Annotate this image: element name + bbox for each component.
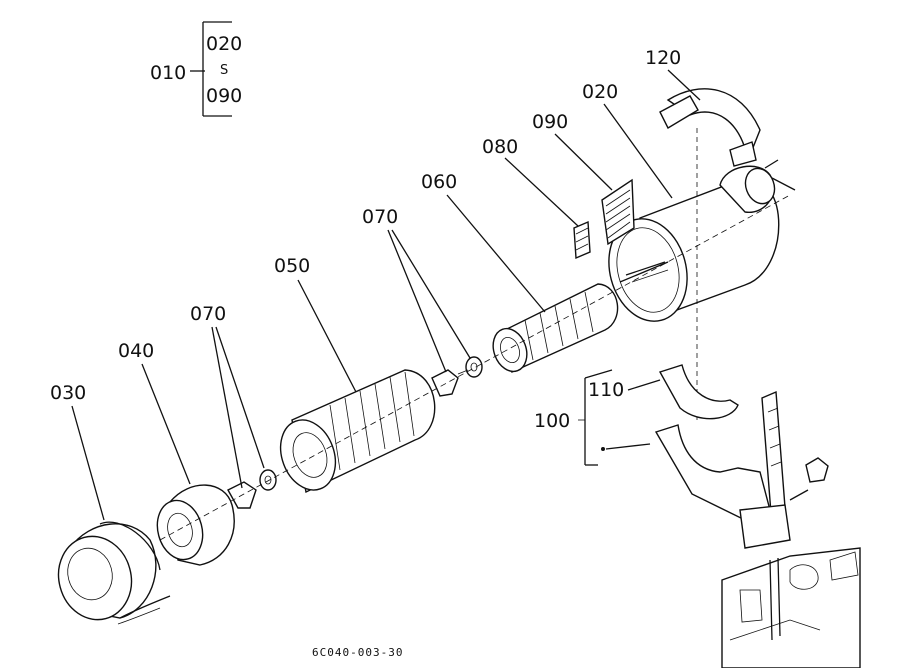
part-120-band	[659, 88, 761, 167]
label-range-sign: S	[220, 63, 228, 78]
label-010: 010	[150, 62, 186, 84]
label-070-right: 070	[362, 206, 398, 228]
label-120: 120	[645, 47, 681, 69]
group-100-bracket	[578, 369, 613, 466]
leader-040	[141, 363, 191, 485]
leader-110	[627, 379, 661, 391]
leader-070-left-b	[215, 326, 265, 469]
part-070-right-wingnut	[431, 356, 483, 397]
leader-050	[297, 279, 357, 393]
leader-100	[605, 443, 651, 450]
label-090-group: 090	[206, 85, 242, 107]
leader-070-left-a	[211, 326, 243, 489]
leader-090	[554, 133, 613, 191]
engine-section	[721, 547, 861, 668]
leader-020	[603, 103, 673, 199]
leader-060	[446, 194, 546, 313]
label-070-left: 070	[190, 303, 226, 325]
part-090-gasket	[601, 178, 635, 246]
part-050-outer-element	[279, 369, 436, 494]
label-090: 090	[532, 111, 568, 133]
label-050: 050	[274, 255, 310, 277]
part-030-cap	[57, 521, 171, 625]
label-110: 110	[588, 379, 624, 401]
label-020-group: 020	[206, 33, 242, 55]
part-080-plate	[573, 220, 591, 260]
leader-080	[504, 157, 579, 227]
label-080: 080	[482, 136, 518, 158]
pointer-dot	[601, 447, 605, 451]
label-020: 020	[582, 81, 618, 103]
leader-030	[71, 405, 105, 521]
part-070-left-wingnut	[227, 469, 277, 509]
label-040: 040	[118, 340, 154, 362]
part-060-inner-element	[492, 261, 669, 374]
part-040-precleaner	[156, 484, 235, 566]
part-100-support	[654, 390, 829, 549]
label-030: 030	[50, 382, 86, 404]
leader-070-right-a	[387, 229, 447, 373]
label-060: 060	[421, 171, 457, 193]
drawing-code: 6C040-003-30	[312, 646, 403, 659]
group-010-bracket	[190, 21, 232, 117]
part-110-upper-band	[658, 364, 739, 420]
label-100: 100	[534, 410, 570, 432]
leader-070-right-b	[391, 229, 471, 359]
leader-120	[667, 69, 701, 101]
